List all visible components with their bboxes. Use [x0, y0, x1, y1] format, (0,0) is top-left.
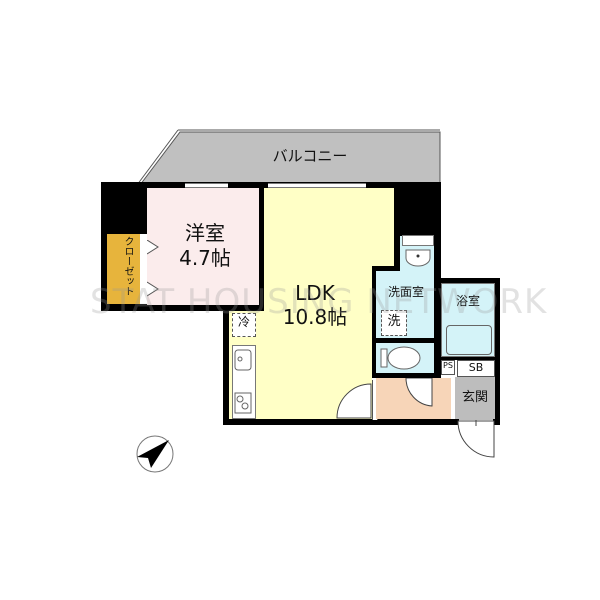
- wall-entrance-bottom: [451, 419, 459, 425]
- room-ldk: [264, 188, 372, 420]
- shelf-space: [402, 235, 434, 246]
- entrance-door-icon: [457, 420, 495, 458]
- pipe-space-label: PS: [443, 361, 453, 370]
- ldk-name: LDK: [295, 281, 335, 305]
- wall-bath-bottom: [434, 357, 498, 360]
- window-ldk: [268, 183, 366, 188]
- toilet-icon: [380, 346, 421, 370]
- wall-bottom: [223, 419, 456, 425]
- closet-door: [140, 234, 147, 304]
- room-entrance: [455, 377, 495, 420]
- sink-icon: [234, 349, 252, 371]
- wall-western-bottom: [101, 305, 261, 311]
- ldk-size: 10.8帖: [282, 305, 348, 329]
- washer-space: [381, 310, 407, 336]
- room-closet: [107, 234, 140, 304]
- wall-wash-left: [372, 266, 376, 378]
- refrigerator-space: [232, 313, 256, 337]
- closet-label: クローゼット: [122, 236, 133, 296]
- wall-wash-top: [372, 266, 400, 271]
- wall-bath-outer: [434, 278, 498, 283]
- bathroom-label: 浴室: [455, 294, 480, 308]
- balcony-label: バルコニー: [272, 147, 348, 165]
- closet-door-icon: [147, 240, 159, 297]
- watermark: STAT HOUSING NETWORK: [90, 282, 548, 322]
- refrigerator-label: 冷: [237, 315, 250, 329]
- room-western: [147, 188, 259, 306]
- window-western: [185, 183, 228, 188]
- washbasin-icon: [405, 249, 431, 267]
- wall-toilet-bottom: [372, 373, 434, 378]
- ldk-door-icon: [336, 383, 372, 419]
- stove-icon: [234, 392, 252, 414]
- entrance-label: 玄関: [461, 390, 488, 405]
- wall-ldk-right: [394, 188, 400, 268]
- washroom-label: 洗面室: [387, 285, 424, 299]
- shoe-box-label: SB: [468, 361, 484, 374]
- wall-kitchen-left: [223, 311, 229, 424]
- western-room-name: 洋室: [185, 221, 225, 245]
- wall-western-ldk: [259, 188, 264, 311]
- washer-label: 洗: [387, 314, 401, 329]
- toilet-door-icon: [405, 378, 433, 407]
- north-arrow-icon: [136, 435, 174, 473]
- wall-bath-right: [495, 278, 500, 425]
- western-room-size: 4.7帖: [179, 246, 231, 270]
- wall-toilet-top: [372, 338, 434, 343]
- bathtub: [446, 325, 492, 355]
- pipe-space: [441, 360, 455, 375]
- wall-entrance-right-bottom: [493, 419, 500, 425]
- shoe-box: [457, 360, 495, 377]
